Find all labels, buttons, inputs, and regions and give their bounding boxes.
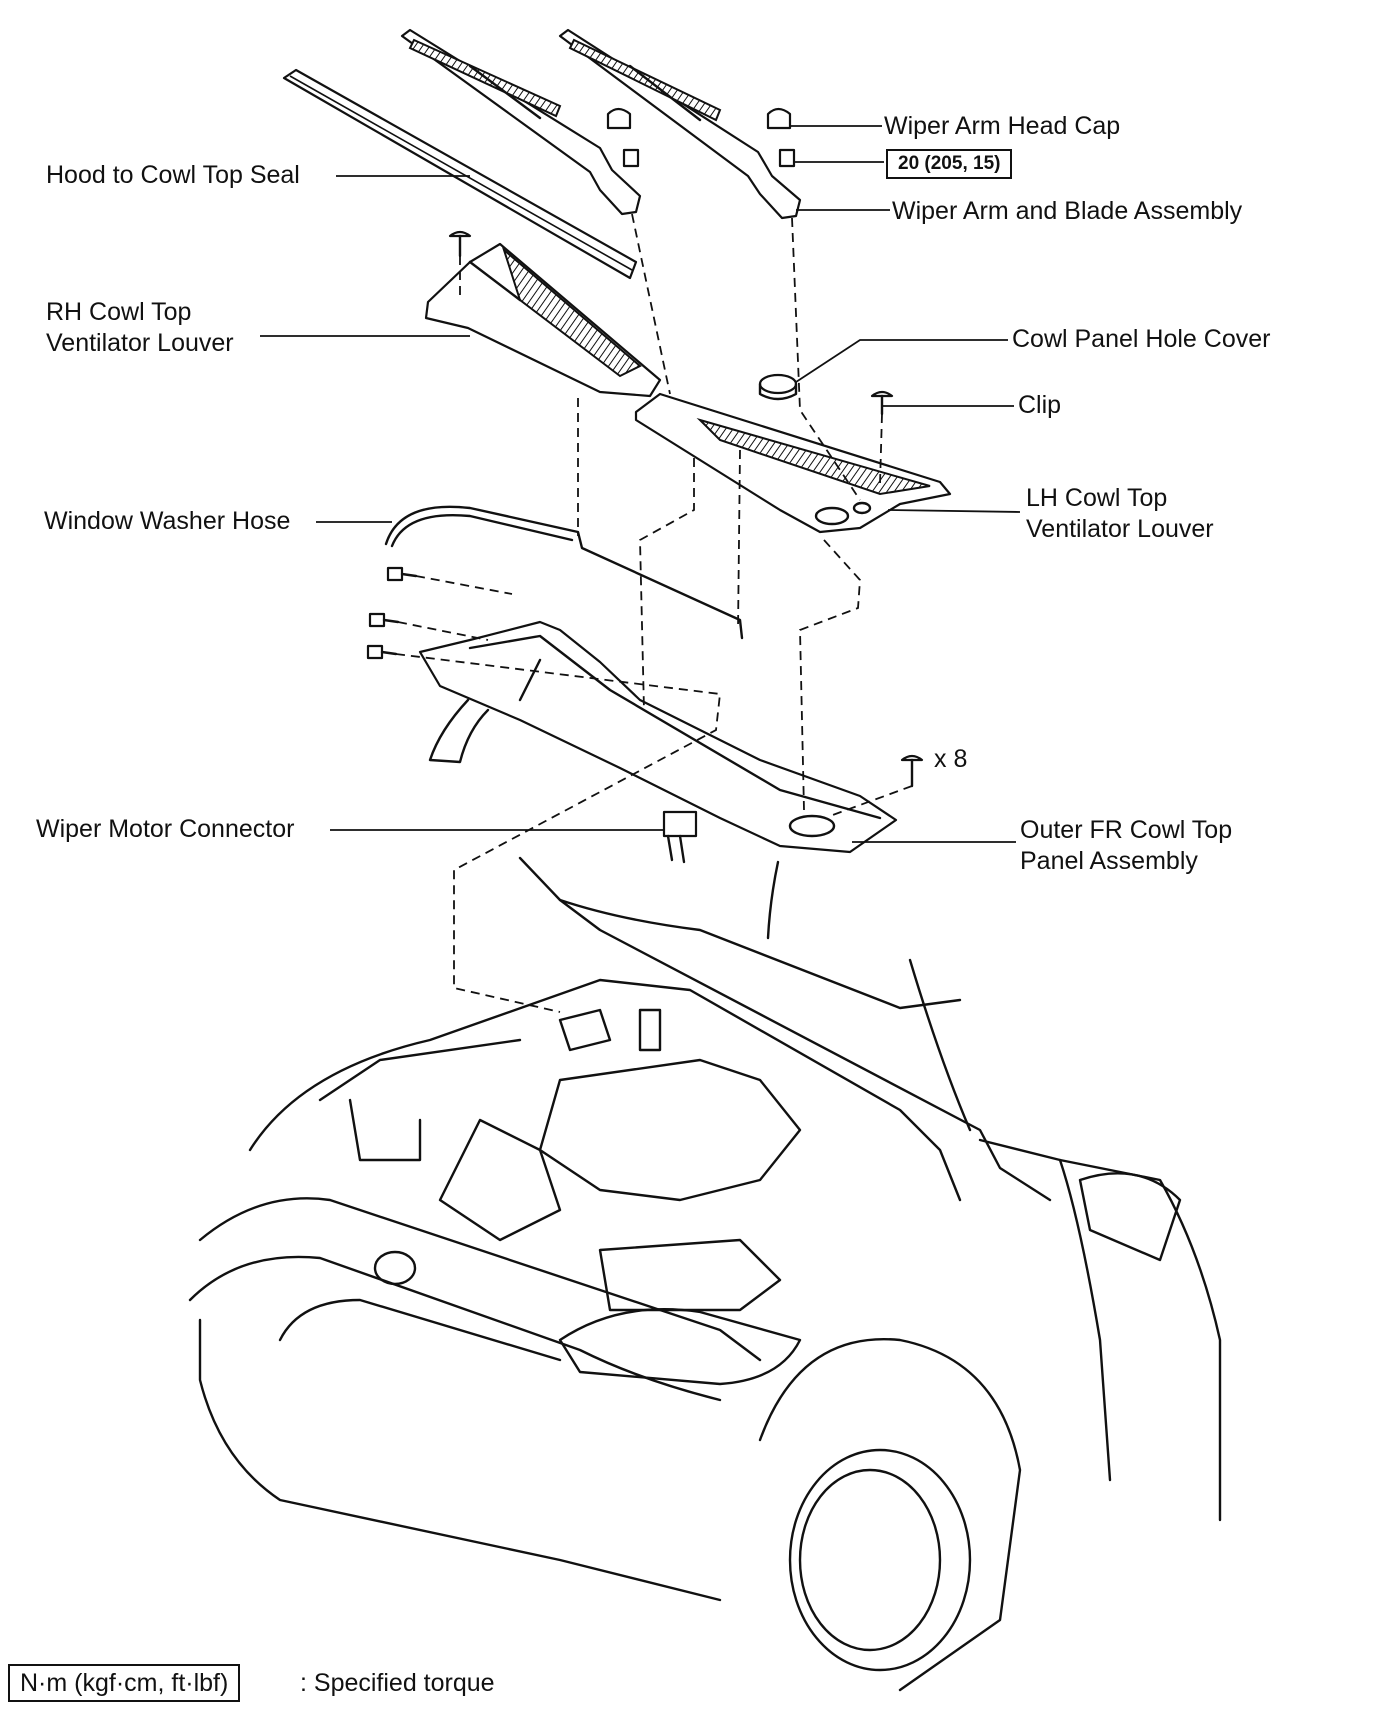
bolts-left — [366, 566, 418, 660]
window-washer-hose — [384, 505, 744, 640]
label-line: LH Cowl Top — [1026, 484, 1168, 512]
label-wiper-arm-head-cap: Wiper Arm Head Cap — [884, 112, 1121, 140]
alignment-lines — [395, 213, 913, 1013]
label-clip: Clip — [1018, 391, 1062, 419]
label-line: Panel Assembly — [1020, 847, 1198, 875]
wiper-motor-connector — [662, 810, 698, 864]
label-cowl-panel-hole-cover: Cowl Panel Hole Cover — [1012, 325, 1271, 353]
label-bolt-quantity: x 8 — [934, 745, 968, 773]
label-wiper-arm-and-blade-assembly: Wiper Arm and Blade Assembly — [892, 197, 1243, 225]
label-line: RH Cowl Top — [46, 298, 192, 326]
label-line: Outer FR Cowl Top — [1020, 816, 1233, 844]
wiper-arm-and-blade-right — [558, 28, 802, 220]
torque-spec-box: 20 (205, 15) — [886, 149, 1013, 179]
leader-lines — [260, 125, 1021, 843]
legend-torque-unit-box: N·m (kgf·cm, ft·lbf) — [8, 1664, 241, 1702]
label-lh-cowl-top-ventilator-louver: LH Cowl Top Ventilator Louver — [1026, 483, 1214, 545]
legend-description: : Specified torque — [300, 1669, 495, 1697]
vehicle-front-outline — [188, 856, 1222, 1692]
lh-cowl-top-ventilator-louver — [634, 392, 952, 534]
label-hood-to-cowl-top-seal: Hood to Cowl Top Seal — [46, 161, 300, 189]
label-outer-fr-cowl-top-panel-assembly: Outer FR Cowl Top Panel Assembly — [1020, 815, 1232, 877]
wiper-arm-nuts — [622, 148, 796, 168]
cowl-panel-hole-cover — [758, 373, 798, 401]
label-wiper-motor-connector: Wiper Motor Connector — [36, 815, 295, 843]
rh-cowl-top-ventilator-louver — [424, 242, 662, 398]
wiper-arm-and-blade-left — [400, 28, 642, 216]
label-line: Ventilator Louver — [1026, 515, 1214, 543]
label-line: Ventilator Louver — [46, 329, 234, 357]
outer-fr-cowl-top-panel-assembly — [418, 620, 898, 940]
label-window-washer-hose: Window Washer Hose — [44, 507, 291, 535]
clips — [448, 230, 924, 788]
hood-to-cowl-top-seal — [282, 68, 638, 280]
label-rh-cowl-top-ventilator-louver: RH Cowl Top Ventilator Louver — [46, 297, 234, 359]
